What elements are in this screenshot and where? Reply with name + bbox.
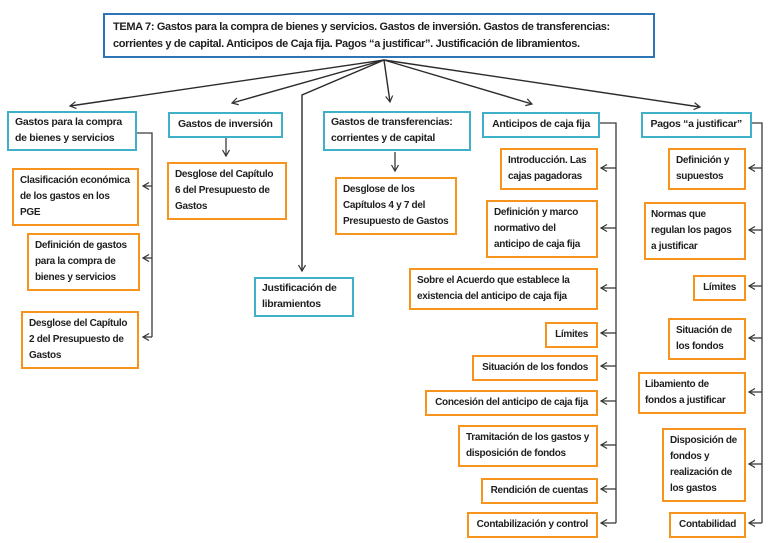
topic-box: Tramitación de los gastos y disposición …	[458, 425, 598, 467]
topic-box: Rendición de cuentas	[480, 478, 598, 504]
category-header-transferencias: Gastos de transferencias: corrientes y d…	[323, 111, 471, 151]
fan-arrows	[68, 59, 702, 273]
topic-box: Definición y supuestos	[668, 148, 746, 190]
category-header-justificacion-libramientos: Justificación de libramientos	[254, 277, 354, 317]
topic-box: Desglose del Capítulo 6 del Presupuesto …	[167, 162, 287, 220]
topic-box: Desglose del Capítulo 2 del Presupuesto …	[21, 311, 139, 369]
topic-box: Concesión del anticipo de caja fija	[425, 390, 598, 416]
topic-box: Situación de los fondos	[472, 355, 598, 381]
topic-box: Libamiento de fondos a justificar	[638, 372, 746, 414]
column-connectors	[137, 122, 763, 528]
topic-box: Clasificación económica de los gastos en…	[12, 168, 139, 226]
topic-box: Normas que regulan los pagos a justifica…	[644, 202, 746, 260]
category-header-inversion: Gastos de inversión	[168, 112, 283, 138]
topic-box: Disposición de fondos y realización de l…	[662, 428, 746, 502]
category-header-compra-bienes: Gastos para la compra de bienes y servic…	[7, 111, 137, 151]
topic-box: Límites	[545, 322, 598, 348]
category-header-anticipos-caja-fija: Anticipos de caja fija	[482, 112, 600, 138]
topic-box: Sobre el Acuerdo que establece la existe…	[409, 268, 598, 310]
topic-box: Definición de gastos para la compra de b…	[27, 233, 140, 291]
topic-box: Contabilización y control	[466, 512, 598, 538]
topic-box: Desglose de los Capítulos 4 y 7 del Pres…	[335, 177, 457, 235]
topic-box: Introducción. Las cajas pagadoras	[500, 148, 598, 190]
topic-box: Límites	[693, 275, 746, 301]
topic-box: Definición y marco normativo del anticip…	[486, 200, 598, 258]
category-header-pagos-a-justificar: Pagos “a justificar”	[640, 112, 752, 138]
topic-box: Contabilidad	[669, 512, 746, 538]
topic-box: Situación de los fondos	[668, 318, 746, 360]
title-box: TEMA 7: Gastos para la compra de bienes …	[103, 13, 655, 58]
